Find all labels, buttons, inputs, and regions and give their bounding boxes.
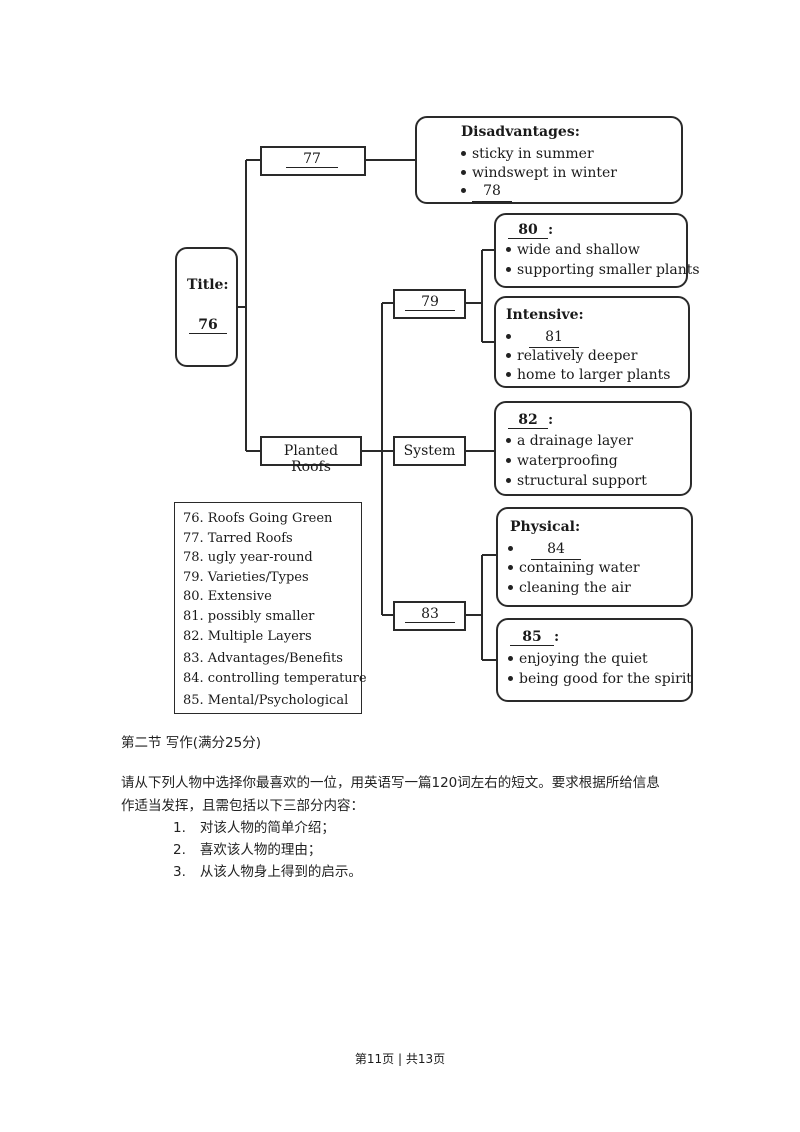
physical-heading: Physical:: [510, 519, 581, 535]
title-blank: 76: [189, 317, 227, 334]
answer-key-item: 81. possibly smaller: [183, 608, 315, 624]
list-item: waterproofing: [506, 451, 618, 471]
list-item: structural support: [506, 471, 647, 491]
answer-key-item: 85. Mental/Psychological: [183, 693, 349, 709]
list-item: 81: [506, 327, 579, 348]
system-box: System: [393, 436, 466, 466]
instruction-line-2: 作适当发挥，且需包括以下三部分内容：: [121, 798, 364, 814]
list-item: home to larger plants: [506, 365, 670, 385]
layers-box: 82: a drainage layer waterproofing struc…: [494, 401, 692, 496]
extensive-heading: 80:: [508, 222, 553, 239]
intensive-blank: 81: [529, 327, 579, 348]
list-item: sticky in summer: [461, 144, 594, 164]
tarred-roofs-box: 77: [260, 146, 366, 176]
instruction-line-1: 请从下列人物中选择你最喜欢的一位，用英语写一篇120词左右的短文。要求根据所给信…: [121, 775, 660, 791]
answer-key-item: 77. Tarred Roofs: [183, 530, 293, 546]
list-item: relatively deeper: [506, 346, 637, 366]
roof-mind-map: Title: 76 77 Disadvantages: sticky in su…: [174, 116, 700, 714]
intensive-box: Intensive: 81 relatively deeper home to …: [494, 296, 690, 388]
physical-blank: 84: [531, 539, 581, 560]
planted-roofs-label: Planted Roofs: [283, 443, 339, 475]
list-item: being good for the spirit: [508, 669, 692, 689]
system-label: System: [403, 443, 456, 459]
answer-key-item: 83. Advantages/Benefits: [183, 651, 343, 667]
advantages-blank: 83: [405, 606, 455, 623]
title-label: Title:: [187, 277, 229, 293]
title-box: Title: 76: [175, 247, 238, 367]
answer-key-item: 80. Extensive: [183, 589, 272, 605]
list-item: enjoying the quiet: [508, 649, 648, 669]
list-item: 78: [461, 181, 512, 202]
answer-key-item: 79. Varieties/Types: [183, 569, 309, 585]
varieties-blank: 79: [405, 294, 455, 311]
writing-section-title: 第二节 写作(满分25分): [121, 735, 262, 751]
tarred-blank: 77: [286, 151, 338, 168]
list-item: wide and shallow: [506, 240, 640, 260]
extensive-box: 80: wide and shallow supporting smaller …: [494, 213, 700, 288]
list-item: supporting smaller plants: [506, 260, 700, 280]
requirement-item: 3.从该人物身上得到的启示。: [173, 864, 362, 880]
mental-heading: 85:: [510, 629, 559, 646]
list-item: windswept in winter: [461, 163, 617, 183]
disadvantage-blank: 78: [472, 181, 512, 202]
disadvantages-box: Disadvantages: sticky in summer windswep…: [415, 116, 683, 204]
answer-key-item: 82. Multiple Layers: [183, 628, 312, 644]
planted-roofs-box: Planted Roofs: [260, 436, 362, 475]
disadvantages-heading: Disadvantages:: [461, 124, 580, 140]
intensive-heading: Intensive:: [506, 307, 584, 323]
connector-lines: [238, 159, 496, 661]
list-item: 84: [508, 539, 581, 560]
list-item: cleaning the air: [508, 578, 631, 598]
mental-box: 85: enjoying the quiet being good for th…: [496, 618, 693, 702]
answer-key-item: 78. ugly year-round: [183, 550, 313, 566]
answer-key-box: 76. Roofs Going Green 77. Tarred Roofs 7…: [174, 502, 367, 714]
requirement-item: 1.对该人物的简单介绍；: [173, 820, 335, 836]
physical-box: Physical: 84 containing water cleaning t…: [496, 507, 693, 607]
page-footer: 第11页 | 共13页: [354, 1052, 446, 1066]
list-item: containing water: [508, 558, 640, 578]
answer-key-item: 76. Roofs Going Green: [183, 511, 333, 526]
answer-key-item: 84. controlling temperature: [183, 670, 367, 686]
advantages-box: 83: [393, 601, 466, 631]
varieties-box: 79: [393, 289, 466, 319]
list-item: a drainage layer: [506, 431, 633, 451]
layers-heading: 82:: [508, 412, 553, 429]
requirement-item: 2.喜欢该人物的理由；: [173, 842, 322, 858]
